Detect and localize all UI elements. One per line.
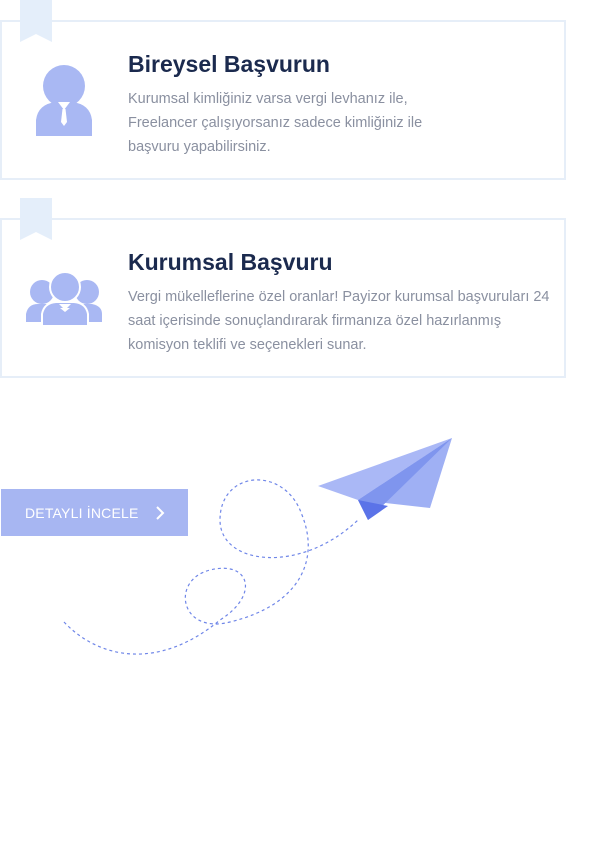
paper-plane-illustration <box>63 438 452 655</box>
paper-plane-icon <box>318 438 452 520</box>
details-button-label: DETAYLI İNCELE <box>25 504 139 521</box>
bookmark-ribbon-icon <box>20 198 52 240</box>
bookmark-ribbon-icon <box>20 0 52 42</box>
card-title: Kurumsal Başvuru <box>128 249 333 275</box>
person-icon <box>36 65 92 136</box>
card-description: Vergi mükelleflerine özel oranlar! Payiz… <box>128 289 550 353</box>
group-icon <box>26 271 102 326</box>
individual-application-card <box>0 20 566 180</box>
details-button[interactable]: DETAYLI İNCELE <box>1 489 188 536</box>
card-description: Kurumsal kimliğiniz varsa vergi levhanız… <box>128 91 423 155</box>
card-title: Bireysel Başvurun <box>128 51 330 77</box>
chevron-right-icon <box>155 505 164 520</box>
